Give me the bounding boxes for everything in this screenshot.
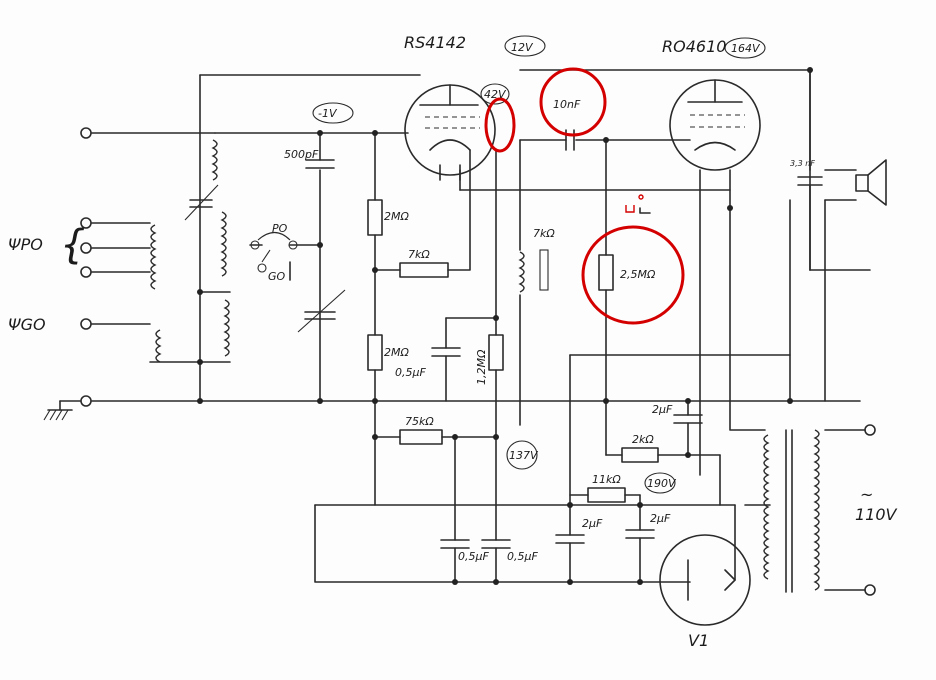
cap-2uf-b <box>625 529 655 539</box>
speaker-icon <box>824 159 887 206</box>
resistor-2k <box>621 447 659 463</box>
cap-05-a <box>440 539 470 549</box>
cap-2uf-c <box>673 414 703 424</box>
voltage-bubbles <box>312 35 766 494</box>
ground-icon <box>43 400 81 421</box>
label-10nf: 10nF <box>553 98 581 111</box>
label-2m-top: 2MΩ <box>384 210 409 223</box>
label-mains-tilde: ~ <box>860 485 873 504</box>
label-minus1v: -1V <box>318 107 338 120</box>
label-ro4610: RO4610 <box>662 37 726 56</box>
label-500pf: 500pF <box>284 148 319 161</box>
variable-capacitors <box>184 184 346 333</box>
label-2k: 2kΩ <box>632 433 654 446</box>
label-2uf-c: 2μF <box>652 403 673 416</box>
label-2m-bottom: 2MΩ <box>384 346 409 359</box>
red-mark <box>625 194 644 213</box>
label-2uf-b: 2μF <box>650 512 671 525</box>
transformer-right <box>813 429 820 591</box>
terminals <box>80 127 876 596</box>
resistor-25m <box>598 254 614 291</box>
resistor-12m <box>488 334 504 371</box>
label-190v: 190V <box>647 477 677 490</box>
choke-coil <box>518 251 525 293</box>
transformer-left <box>763 434 770 580</box>
resistor-75k <box>399 429 443 445</box>
label-42v: 42V <box>484 88 507 101</box>
coils <box>150 139 820 593</box>
label-7k-choke: 7kΩ <box>533 227 555 240</box>
label-137v: 137V <box>509 449 539 462</box>
resistor-11k <box>587 487 626 503</box>
label-75k: 75kΩ <box>405 415 434 428</box>
label-11k: 11kΩ <box>592 473 621 486</box>
resistor-7k <box>399 262 449 278</box>
label-12v: 12V <box>511 41 534 54</box>
capacitors <box>305 129 823 549</box>
label-33nf: 3,3 nF <box>790 159 815 168</box>
label-v1: V1 <box>688 631 709 650</box>
cap-05-b <box>481 539 511 549</box>
tube-left <box>404 84 496 181</box>
cap-2uf-a <box>555 534 585 544</box>
label-05uf-screen: 0,5μF <box>395 366 426 379</box>
coil-po-mid <box>220 211 227 277</box>
cap-33nf <box>797 176 823 186</box>
tube-right <box>669 79 761 171</box>
label-05uf-b: 0,5μF <box>507 550 538 563</box>
resistors <box>367 199 659 503</box>
labels: RS4142 12V RO4610 164V V1 -1V 42V 137V 1… <box>8 33 898 650</box>
label-rs4142: RS4142 <box>404 33 466 52</box>
junction-dots <box>197 67 813 585</box>
label-164v: 164V <box>731 42 761 55</box>
label-12m: 1,2MΩ <box>475 349 488 385</box>
highlight-42v <box>484 97 516 153</box>
coil-go-left <box>155 329 162 363</box>
label-antenna-po: ΨPO <box>8 235 43 254</box>
resistor-2m-top <box>367 199 383 236</box>
tube-rectifier <box>659 534 751 626</box>
label-25m: 2,5MΩ <box>620 268 656 281</box>
label-po: PO <box>272 222 288 235</box>
resistor-2m-bottom <box>367 334 383 371</box>
label-05uf-a: 0,5μF <box>458 550 489 563</box>
label-go: GO <box>268 270 286 283</box>
coil-top <box>211 139 218 181</box>
brace: { <box>60 222 85 268</box>
label-mains-110v: 110V <box>855 505 898 524</box>
highlight-circles <box>484 67 685 325</box>
wiring <box>91 69 871 591</box>
cap-05-screen <box>431 347 461 357</box>
highlight-10nf <box>539 67 607 137</box>
cap-500pf <box>305 159 335 169</box>
coil-go-mid <box>223 299 230 357</box>
band-switch <box>250 231 298 273</box>
label-7k-feedback: 7kΩ <box>408 248 430 261</box>
coil-po-left <box>150 224 157 290</box>
label-antenna-go: ΨGO <box>8 315 46 334</box>
label-2uf-a: 2μF <box>582 517 603 530</box>
highlight-25m <box>581 225 685 325</box>
